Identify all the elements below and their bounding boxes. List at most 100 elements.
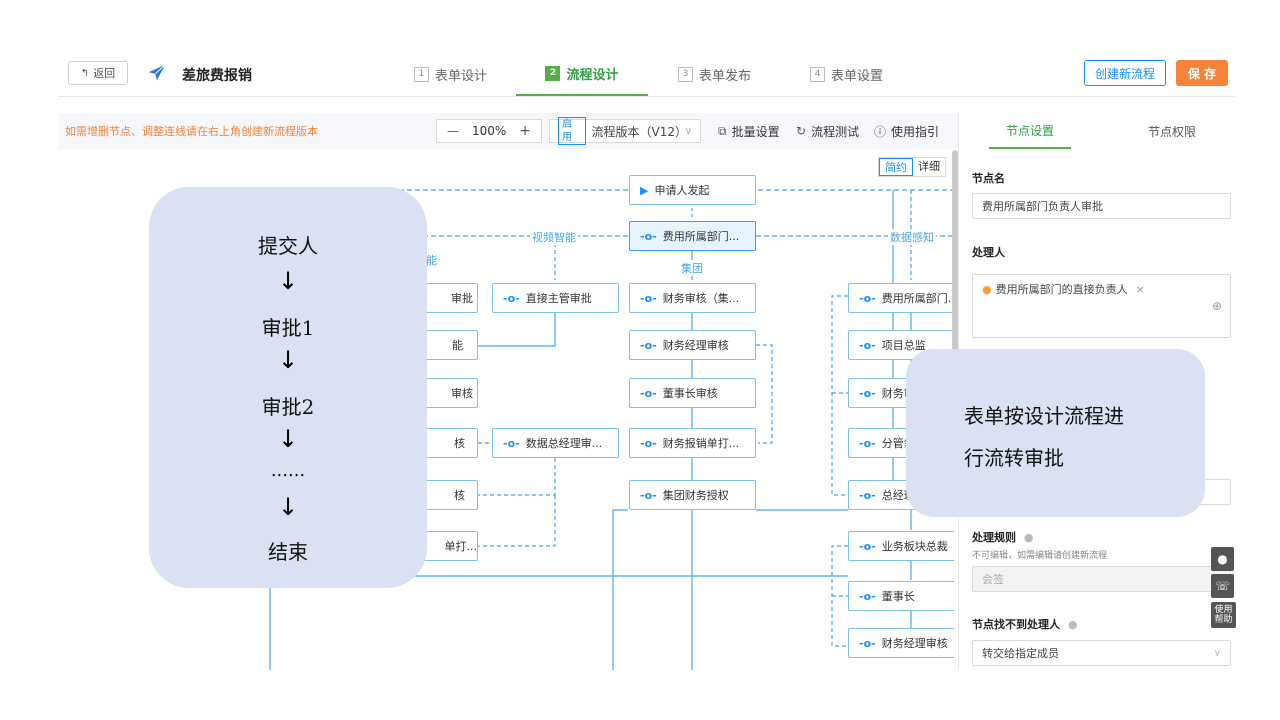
node-icon: -o- bbox=[859, 539, 876, 553]
overlay-description bbox=[906, 349, 1205, 517]
node-fin-manager[interactable]: -o-财务经理审核 bbox=[629, 330, 756, 360]
node-label: 核 bbox=[454, 489, 465, 502]
node-icon: -o- bbox=[859, 589, 876, 603]
mode-detail-option[interactable]: 详细 bbox=[918, 160, 940, 173]
refresh-icon: ↻ bbox=[796, 124, 807, 138]
mode-simple-option[interactable]: 简约 bbox=[879, 158, 913, 176]
add-icon[interactable]: ⊕ bbox=[1211, 299, 1222, 313]
chevron-down-icon: ∨ bbox=[684, 125, 692, 137]
tab-node-settings[interactable]: 节点设置 bbox=[989, 113, 1071, 149]
node-label: 能 bbox=[452, 339, 463, 352]
flow-test-button[interactable]: ↻流程测试 bbox=[796, 119, 859, 143]
node-name-field[interactable]: 费用所属部门负责人审批 bbox=[972, 193, 1231, 219]
node-icon: -o- bbox=[640, 386, 657, 400]
step-number: 2 bbox=[545, 65, 561, 81]
node-r-dept[interactable]: -o-费用所属部门... bbox=[848, 283, 954, 313]
user-icon: ● bbox=[982, 282, 992, 296]
nohandler-label: 节点找不到处理人 ● bbox=[972, 616, 1077, 632]
node-label: 财务经理审核 bbox=[662, 339, 729, 352]
create-flow-button[interactable]: 创建新流程 bbox=[1084, 60, 1166, 86]
node-label: 业务板块总裁 bbox=[881, 540, 948, 553]
overlay-step-end: 结束 bbox=[268, 540, 308, 564]
chevron-down-icon: ∨ bbox=[1213, 647, 1221, 659]
edge-label-video: 视频智能 bbox=[530, 229, 578, 245]
edit-tip: 如需增删节点、调整连线请在右上角创建新流程版本 bbox=[65, 125, 318, 138]
handler-tag: ● 费用所属部门的直接负责人 × bbox=[982, 281, 1145, 297]
save-button[interactable]: 保 存 bbox=[1176, 60, 1228, 86]
back-label: 返回 bbox=[93, 67, 116, 80]
node-data-gm[interactable]: -o-数据总经理审... bbox=[492, 428, 619, 458]
phone-icon: ☏ bbox=[1214, 579, 1230, 593]
rule-label: 处理规则 ● bbox=[972, 529, 1033, 545]
step-label: 流程设计 bbox=[566, 67, 619, 83]
node-label: 董事长审核 bbox=[662, 387, 718, 400]
node-start[interactable]: ▶ 申请人发起 bbox=[629, 175, 756, 205]
nohandler-select[interactable]: 转交给指定成员 ∨ bbox=[972, 640, 1231, 666]
node-icon: -o- bbox=[859, 338, 876, 352]
back-arrow-icon: ↰ bbox=[80, 67, 90, 79]
step-flow-design[interactable]: 2 流程设计 bbox=[516, 52, 648, 96]
node-icon: -o- bbox=[640, 436, 657, 450]
node-chairman-review[interactable]: -o- 董事长审核 bbox=[629, 378, 756, 408]
zoom-in-button[interactable]: + bbox=[519, 123, 531, 139]
guide-label: 使用指引 bbox=[891, 124, 940, 139]
version-status-badge: 启用 bbox=[558, 117, 586, 145]
arrow-down-icon: ↓ bbox=[277, 346, 299, 374]
node-r-biz[interactable]: -o- 业务板块总裁 bbox=[848, 531, 954, 561]
node-label: 审核 bbox=[451, 387, 473, 400]
step-label: 表单设置 bbox=[831, 68, 884, 84]
node-label: 申请人发起 bbox=[654, 184, 710, 197]
overlay-step-approve2: 审批2 bbox=[261, 395, 315, 419]
node-icon: -o- bbox=[503, 291, 520, 305]
node-label: 财务报销单打... bbox=[662, 437, 740, 450]
node-direct-manager[interactable]: -o- 直接主管审批 bbox=[492, 283, 619, 313]
rule-label-text: 处理规则 bbox=[972, 531, 1016, 544]
help-button[interactable]: 使用帮助 bbox=[1211, 602, 1236, 628]
edge-label-group: 集团 bbox=[679, 260, 705, 276]
zoom-value: 100% bbox=[471, 124, 507, 138]
tab-node-permissions[interactable]: 节点权限 bbox=[1147, 124, 1196, 139]
guide-button[interactable]: ⓘ 使用指引 bbox=[874, 119, 939, 143]
overlay-description-line1: 表单按设计流程进 bbox=[964, 404, 1124, 428]
chat-button[interactable]: ● bbox=[1211, 547, 1234, 571]
node-label: 直接主管审批 bbox=[525, 292, 592, 305]
node-icon: -o- bbox=[859, 636, 876, 650]
handler-label: 处理人 bbox=[972, 246, 1005, 259]
node-icon: -o- bbox=[640, 488, 657, 502]
zoom-out-button[interactable]: — bbox=[447, 124, 459, 138]
node-icon: -o- bbox=[859, 488, 876, 502]
canvas-scrollbar[interactable] bbox=[952, 150, 958, 370]
close-icon[interactable]: × bbox=[1135, 282, 1145, 296]
back-button[interactable]: ↰ 返回 bbox=[68, 61, 128, 85]
node-label: 审批 bbox=[451, 292, 473, 305]
overlay-step-ellipsis: ...... bbox=[270, 460, 306, 481]
view-mode-toggle[interactable]: 简约 详细 bbox=[878, 157, 946, 177]
batch-label: 批量设置 bbox=[731, 124, 780, 139]
node-group-auth[interactable]: -o-集团财务授权 bbox=[629, 480, 756, 510]
node-dept-head[interactable]: -o-费用所属部门... bbox=[629, 221, 756, 251]
step-number: 1 bbox=[414, 66, 429, 82]
handler-field[interactable]: ● 费用所属部门的直接负责人 × ⊕ bbox=[972, 274, 1231, 338]
node-group-fin[interactable]: -o-财务审核（集... bbox=[629, 283, 756, 313]
info-icon: ● bbox=[1067, 618, 1078, 631]
batch-icon: ⧉ bbox=[718, 123, 727, 138]
node-r-fin-mgr[interactable]: -o-财务经理审核 bbox=[848, 628, 954, 658]
node-icon: -o- bbox=[640, 291, 657, 305]
node-icon: -o- bbox=[503, 436, 520, 450]
node-icon: -o- bbox=[859, 386, 876, 400]
node-r-project[interactable]: -o-项目总监 bbox=[848, 330, 954, 360]
version-select[interactable]: 启用 流程版本（V12） ∨ bbox=[549, 117, 701, 145]
phone-button[interactable]: ☏ bbox=[1211, 574, 1234, 598]
node-r-chairman[interactable]: -o-董事长 bbox=[848, 581, 954, 611]
plane-icon bbox=[146, 62, 168, 87]
node-fin-print[interactable]: -o- 财务报销单打... bbox=[629, 428, 756, 458]
batch-settings-button[interactable]: ⧉ 批量设置 bbox=[718, 119, 780, 143]
rule-field: 会签 bbox=[972, 566, 1231, 592]
play-icon: ▶ bbox=[640, 183, 649, 197]
canvas-toolbar: 如需增删节点、调整连线请在右上角创建新流程版本 — 100% + 启用 流程版本… bbox=[58, 113, 958, 149]
question-icon: ⓘ bbox=[874, 124, 887, 139]
